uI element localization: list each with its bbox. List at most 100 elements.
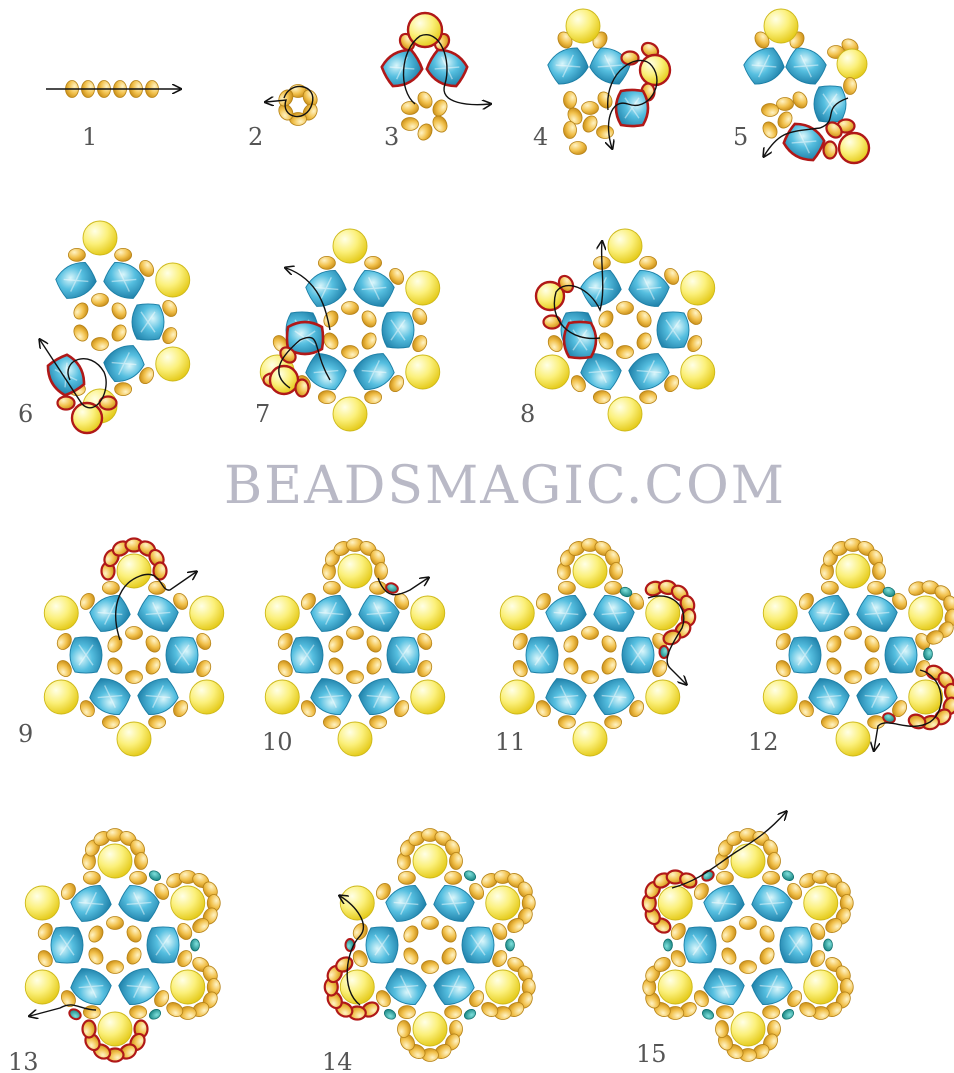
step-4-figure <box>544 9 670 155</box>
teal-bead-icon <box>924 648 933 660</box>
seed-bead-icon <box>143 633 163 654</box>
bicone-crystal-icon <box>70 637 102 673</box>
step-9-figure <box>44 539 223 757</box>
teal-bead-icon <box>781 869 796 883</box>
seed-bead-icon <box>582 627 599 640</box>
seed-bead-icon <box>102 716 119 729</box>
seed-bead-icon <box>640 391 657 404</box>
step-10-figure <box>265 539 444 757</box>
bicone-crystal-icon <box>291 637 323 673</box>
seed-bead-icon <box>640 256 657 269</box>
seed-bead-icon <box>107 917 124 930</box>
teal-bead-icon <box>664 939 673 951</box>
step-number-8: 8 <box>520 400 535 428</box>
step-number-12: 12 <box>748 728 779 756</box>
seed-bead-icon <box>450 853 463 870</box>
step-number-11: 11 <box>495 728 526 756</box>
seed-bead-icon <box>564 122 577 139</box>
seed-bead-icon <box>326 633 346 654</box>
seed-bead-icon <box>321 308 341 329</box>
seed-bead-icon <box>599 633 619 654</box>
step-number-7: 7 <box>255 400 270 428</box>
bicone-crystal-icon <box>789 637 821 673</box>
seed-bead-icon <box>130 871 147 884</box>
seed-bead-icon <box>768 853 781 870</box>
seed-bead-icon <box>102 581 119 594</box>
pearl-bead-icon <box>731 844 765 878</box>
step-number-6: 6 <box>18 400 33 428</box>
seed-bead-icon <box>617 346 634 359</box>
pearl-bead-icon <box>25 970 59 1004</box>
seed-bead-icon <box>365 391 382 404</box>
pearl-bead-icon <box>265 596 299 630</box>
seed-bead-icon <box>763 871 780 884</box>
bicone-crystal-icon <box>684 927 716 963</box>
pearl-bead-icon <box>535 355 569 389</box>
step-number-4: 4 <box>533 123 548 151</box>
step-number-2: 2 <box>248 123 263 151</box>
step-2-figure <box>266 85 320 126</box>
pearl-bead-icon <box>44 680 78 714</box>
pearl-bead-icon <box>763 596 797 630</box>
pearl-bead-icon <box>573 554 607 588</box>
step-1-figure <box>46 81 180 98</box>
step-7-figure <box>260 229 439 431</box>
seed-bead-icon <box>824 633 844 654</box>
pearl-bead-icon <box>338 554 372 588</box>
seed-bead-icon <box>402 118 419 131</box>
pearl-bead-icon <box>333 397 367 431</box>
bicone-crystal-icon <box>378 45 425 91</box>
seed-bead-icon <box>398 1006 415 1019</box>
bicone-crystal-icon <box>740 43 787 89</box>
bicone-crystal-icon <box>622 637 654 673</box>
pearl-bead-icon <box>804 970 838 1004</box>
seed-bead-icon <box>716 871 733 884</box>
pearl-bead-icon <box>117 554 151 588</box>
seed-bead-icon <box>719 945 739 966</box>
seed-bead-icon <box>422 961 439 974</box>
pearl-bead-icon <box>658 886 692 920</box>
pearl-bead-icon <box>171 886 205 920</box>
seed-bead-icon <box>544 316 561 329</box>
seed-bead-icon <box>790 89 810 110</box>
seed-bead-icon <box>596 330 616 351</box>
seed-bead-icon <box>115 248 132 261</box>
bicone-crystal-icon <box>586 43 633 89</box>
seed-bead-icon <box>364 655 384 676</box>
pearl-bead-icon <box>25 886 59 920</box>
pearl-bead-icon <box>98 844 132 878</box>
pearl-bead-icon <box>573 722 607 756</box>
seed-bead-icon <box>126 627 143 640</box>
bicone-crystal-icon <box>885 637 917 673</box>
pearl-bead-icon <box>608 397 642 431</box>
seed-bead-icon <box>342 346 359 359</box>
seed-bead-icon <box>844 78 857 95</box>
teal-bead-icon <box>191 939 200 951</box>
seed-bead-icon <box>115 383 132 396</box>
seed-bead-icon <box>323 716 340 729</box>
seed-bead-icon <box>143 655 163 676</box>
seed-bead-icon <box>593 391 610 404</box>
seed-bead-icon <box>105 655 125 676</box>
teal-bead-icon <box>68 1007 83 1021</box>
seed-bead-icon <box>318 256 335 269</box>
teal-bead-icon <box>463 1007 478 1021</box>
step-number-5: 5 <box>733 123 748 151</box>
seed-bead-icon <box>777 98 794 111</box>
pearl-bead-icon <box>486 886 520 920</box>
pearl-bead-icon <box>681 271 715 305</box>
watermark: BEADSMAGIC.COM <box>224 456 786 516</box>
pearl-bead-icon <box>658 970 692 1004</box>
pearl-bead-icon <box>338 722 372 756</box>
seed-bead-icon <box>430 97 450 118</box>
seed-bead-icon <box>135 853 148 870</box>
bicone-crystal-icon <box>51 927 83 963</box>
seed-bead-icon <box>582 102 599 115</box>
seed-bead-icon <box>599 655 619 676</box>
seed-bead-icon <box>716 1006 733 1019</box>
seed-bead-icon <box>401 945 421 966</box>
bicone-crystal-icon <box>462 927 494 963</box>
seed-bead-icon <box>326 655 346 676</box>
seed-bead-icon <box>763 1006 780 1019</box>
seed-bead-icon <box>570 142 587 155</box>
